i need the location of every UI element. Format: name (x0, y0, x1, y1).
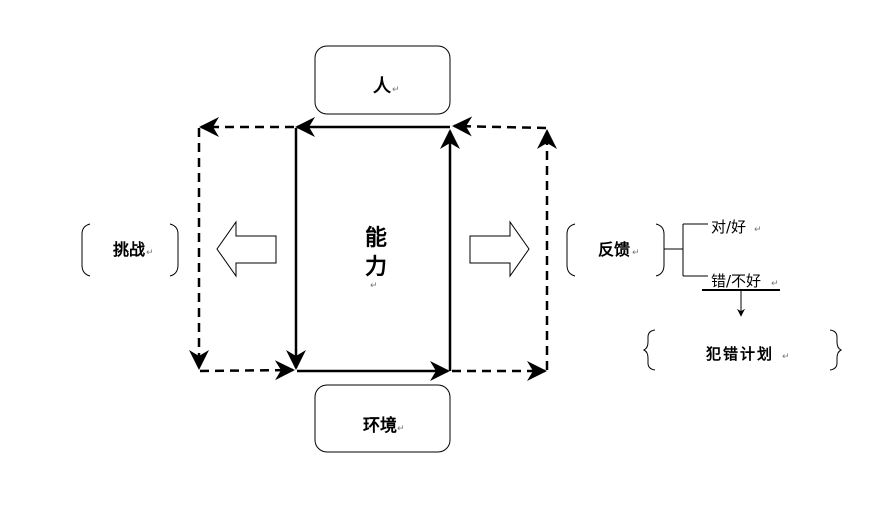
center-mark: ↵ (370, 281, 378, 291)
center-label-line1: 能 (365, 225, 387, 251)
feedback-bracket: 反馈 ↵ (566, 223, 665, 277)
challenge-mark: ↵ (146, 248, 154, 258)
center-label-line2: 力 (365, 255, 387, 280)
feedback-label: 反馈 (598, 240, 630, 259)
challenge-bracket: 挑战 ↵ (81, 223, 179, 277)
feedback-good-label: 对/好 (711, 218, 746, 236)
top-box-mark: ↵ (392, 85, 400, 95)
bottom-box: 环境 ↵ (314, 384, 451, 453)
right-dashed-loop (452, 116, 557, 381)
top-box-label: 人 (373, 76, 392, 97)
right-block-arrow (469, 220, 530, 278)
center-rectangle: 能 力 ↵ (286, 117, 460, 381)
feedback-mark: ↵ (632, 248, 640, 258)
feedback-good-mark: ↵ (754, 225, 762, 235)
feedback-bracket-right (655, 223, 665, 277)
feedback-branch: 对/好 ↵ 错/不好 ↵ (664, 218, 780, 317)
challenge-bracket-left (81, 223, 91, 277)
mistake-plan-brace-right (829, 329, 843, 371)
mistake-plan-brace-left (642, 329, 656, 371)
feedback-bad-mark: ↵ (771, 279, 779, 289)
mistake-plan-label: 犯错计划 (705, 345, 774, 363)
challenge-bracket-right (169, 223, 179, 277)
feedback-bracket-left (566, 223, 576, 277)
left-dashed-loop (189, 117, 295, 381)
top-box: 人 ↵ (314, 45, 451, 115)
challenge-label: 挑战 (113, 240, 145, 259)
bottom-box-label: 环境 (363, 415, 397, 436)
right-dashed-top-arrow (452, 116, 547, 137)
left-dashed-bottom-arrow (199, 360, 295, 381)
feedback-bad-label: 错/不好 (711, 272, 761, 290)
mistake-plan-bracket: 犯错计划 ↵ (642, 329, 843, 371)
bottom-box-mark: ↵ (397, 424, 405, 434)
left-block-arrow (216, 220, 277, 278)
mistake-plan-mark: ↵ (782, 352, 790, 362)
